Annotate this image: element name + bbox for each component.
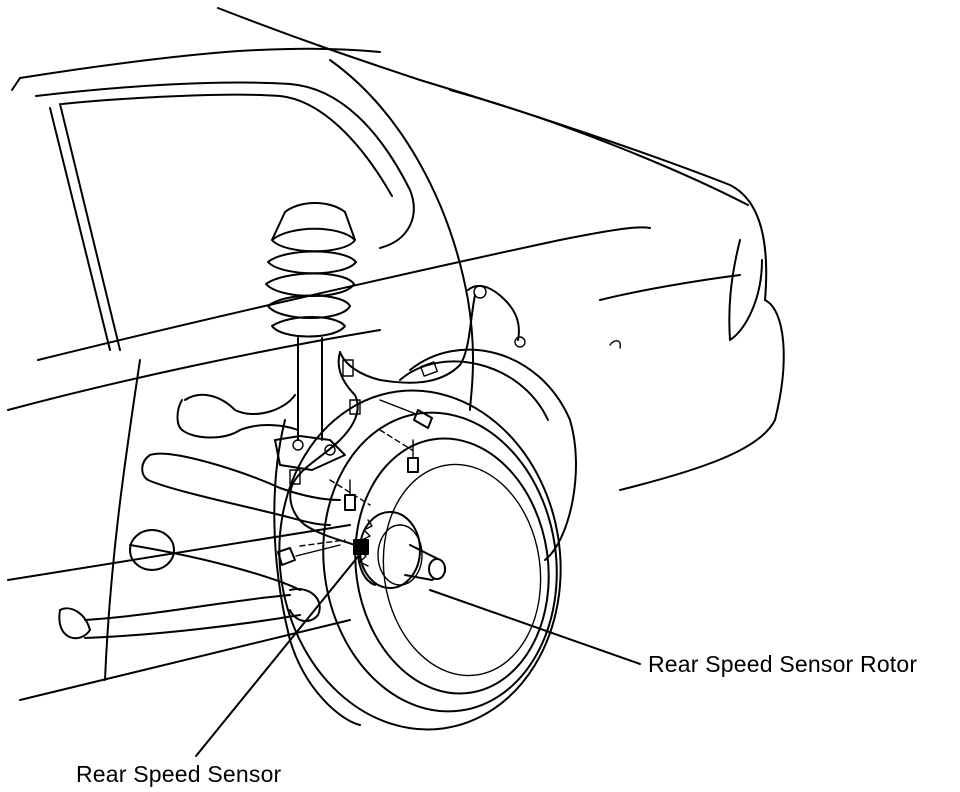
- sensor-wire-harness: [289, 284, 622, 546]
- assembly-guide-lines: [299, 429, 413, 547]
- sensor-leader-line: [195, 547, 366, 757]
- rear-speed-sensor-rotor-label: Rear Speed Sensor Rotor: [648, 651, 918, 677]
- callout-leaders: [195, 547, 641, 757]
- wheel-arch: [399, 348, 577, 561]
- rotor-leader-line: [429, 589, 641, 665]
- shock-absorber: [265, 202, 357, 471]
- axle-hub-and-rotor: [353, 511, 446, 589]
- rear-speed-sensor-label: Rear Speed Sensor: [76, 761, 282, 787]
- mounting-bolts: [277, 399, 433, 566]
- car-body-outline: [7, 7, 785, 681]
- rear-wheel: [273, 389, 562, 731]
